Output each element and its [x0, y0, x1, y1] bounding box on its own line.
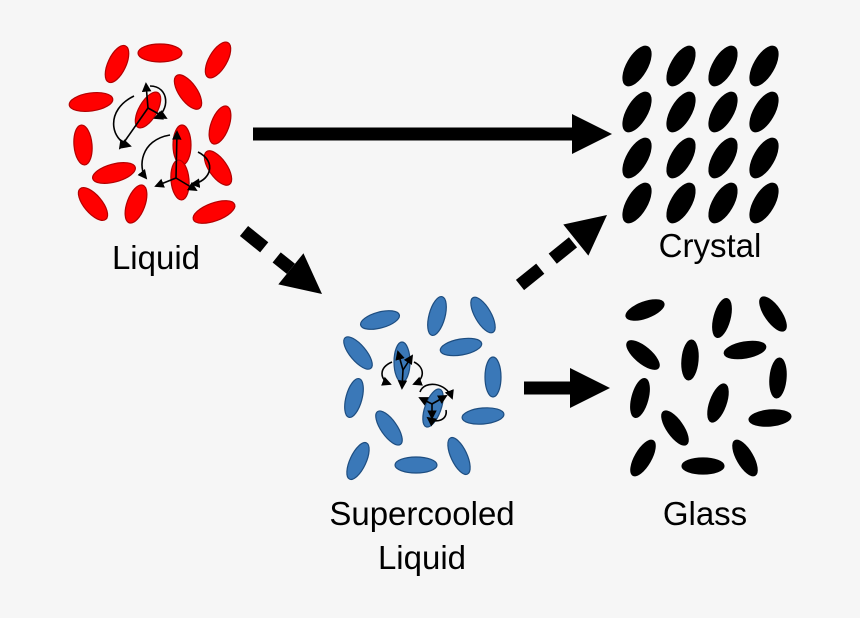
- crystal-molecule: [708, 137, 738, 179]
- glass-molecule: [769, 357, 787, 399]
- supercooled-translation-arrow: [397, 369, 408, 390]
- liquid-molecule: [77, 187, 109, 221]
- supercooled-molecule: [359, 310, 401, 330]
- liquid-translation-arrow: [172, 130, 182, 179]
- supercooled-translation-arrow: [402, 354, 414, 371]
- crystal-molecule: [622, 182, 652, 224]
- liquid-rotation-arrow: [190, 151, 211, 188]
- supercooled-label-line2: Liquid: [377, 539, 467, 576]
- crystal-molecule: [666, 91, 696, 133]
- supercooled-to-glass-arrow-head: [570, 368, 610, 408]
- crystal-molecules: [622, 45, 779, 224]
- glass-molecule: [707, 383, 729, 423]
- crystal-molecule: [666, 182, 696, 224]
- crystal-molecule: [708, 45, 738, 87]
- supercooled-molecule: [422, 388, 444, 428]
- crystal-molecule: [622, 137, 652, 179]
- glass-molecule: [625, 299, 665, 321]
- liquid-motion-arrows: [112, 82, 211, 191]
- liquid-molecule: [137, 43, 183, 63]
- crystal-molecule: [749, 182, 779, 224]
- liquid-molecule: [68, 91, 114, 113]
- crystal-molecule: [622, 45, 652, 87]
- supercooled-rotation-arrow: [381, 361, 393, 386]
- crystal-molecule: [622, 91, 652, 133]
- glass-molecule: [626, 340, 660, 370]
- liquid-molecule: [92, 162, 136, 184]
- liquid-rotation-arrow: [112, 95, 135, 149]
- supercooled-molecule: [394, 456, 438, 474]
- supercooled-to-crystal-arrow-shaft: [515, 235, 580, 291]
- glass-molecule: [759, 296, 787, 332]
- liquid-molecule: [73, 124, 93, 166]
- supercooled-label-line1: Supercooled: [329, 495, 515, 532]
- crystal-molecule: [666, 137, 696, 179]
- liquid-molecule: [208, 105, 232, 145]
- supercooled-translation-arrow: [418, 397, 433, 406]
- liquid-to-crystal-arrow-head: [572, 114, 612, 154]
- liquid-rotation-arrow: [137, 134, 171, 180]
- supercooled-molecule: [344, 377, 364, 419]
- liquid-translation-arrow: [141, 82, 152, 109]
- supercooled-motion-arrows: [381, 350, 454, 427]
- crystal-molecule: [749, 137, 779, 179]
- liquid-molecule: [203, 150, 233, 186]
- supercooled-rotation-arrow: [412, 361, 424, 386]
- liquid-translation-arrow: [175, 177, 198, 191]
- liquid-label: Liquid: [111, 239, 201, 276]
- glass-label: Glass: [662, 495, 748, 532]
- supercooled-rotation-arrow: [419, 383, 454, 400]
- liquid-molecule: [192, 200, 236, 224]
- liquid-to-supercooled-arrow-shaft: [239, 225, 295, 274]
- glass-molecules: [625, 296, 792, 477]
- supercooled-molecules: [343, 295, 505, 481]
- glass-molecule: [630, 377, 650, 419]
- supercooled-molecule: [447, 436, 471, 476]
- liquid-rotation-arrow: [149, 85, 167, 120]
- supercooled-molecule: [427, 295, 447, 337]
- supercooled-molecule: [484, 356, 502, 398]
- glass-molecule: [712, 297, 732, 339]
- crystal-molecule: [708, 91, 738, 133]
- supercooled-molecule: [343, 336, 373, 370]
- liquid-molecule: [204, 41, 232, 79]
- glass-molecule: [681, 457, 725, 475]
- crystal-molecule: [749, 45, 779, 87]
- supercooled-translation-arrow: [395, 350, 405, 371]
- crystal-molecule: [666, 45, 696, 87]
- transition-arrows: [239, 114, 612, 408]
- glass-molecule: [661, 410, 689, 446]
- supercooled-rotation-arrow: [426, 409, 447, 427]
- supercooled-molecule: [375, 410, 403, 446]
- glass-molecule: [748, 409, 792, 427]
- supercooled-molecule: [461, 407, 505, 425]
- liquid-molecule: [124, 184, 148, 224]
- liquid-molecule: [104, 44, 130, 84]
- glass-molecule: [681, 339, 699, 381]
- liquid-translation-arrow: [118, 107, 149, 150]
- crystal-molecule: [708, 182, 738, 224]
- supercooled-to-crystal-arrow-head: [563, 215, 607, 256]
- liquid-translation-arrow: [154, 177, 177, 188]
- glass-molecule: [723, 340, 767, 360]
- crystal-label: Crystal: [658, 227, 762, 264]
- supercooled-translation-arrow: [431, 395, 448, 405]
- glass-molecule: [630, 439, 656, 477]
- liquid-molecules: [68, 41, 236, 224]
- crystal-molecule: [749, 91, 779, 133]
- supercooled-molecule: [470, 296, 496, 334]
- glass-molecule: [732, 439, 758, 477]
- supercooled-molecule: [346, 441, 370, 481]
- supercooled-molecule: [439, 337, 483, 357]
- liquid-to-supercooled-arrow-head: [278, 253, 322, 294]
- liquid-molecule: [173, 74, 203, 110]
